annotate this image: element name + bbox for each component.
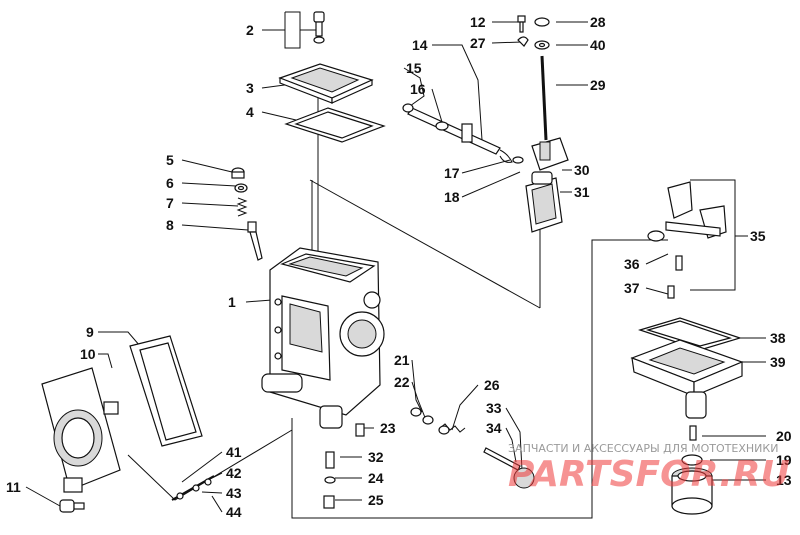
callout-20: 20 — [776, 428, 792, 444]
part-spring-26 — [438, 423, 466, 435]
part-washer-6 — [234, 183, 248, 193]
callout-31: 31 — [574, 184, 590, 200]
part-screw-25 — [323, 495, 335, 509]
part-screw-20 — [689, 425, 697, 441]
callout-33: 33 — [486, 400, 502, 416]
callout-2: 2 — [246, 22, 254, 38]
part-gasket-9 — [129, 335, 203, 447]
leader-lines — [25, 21, 766, 513]
part-linkage-41-44 — [171, 475, 215, 501]
callout-23: 23 — [380, 420, 396, 436]
callout-24: 24 — [368, 470, 384, 486]
part-assembly-35 — [647, 181, 727, 242]
part-screw-23 — [355, 423, 365, 437]
callout-labels: 1 2 3 4 5 6 7 8 9 10 11 12 13 14 15 16 1… — [6, 14, 792, 520]
callout-15: 15 — [406, 60, 422, 76]
part-ring-18 — [512, 156, 524, 164]
part-flange-10 — [41, 367, 121, 493]
watermark: ЗАПЧАСТИ И АКСЕССУАРЫ ДЛЯ МОТОТЕХНИКИ PA… — [508, 442, 790, 495]
callout-19: 19 — [776, 452, 792, 468]
part-knob-33 — [513, 467, 535, 489]
part-screw-8 — [247, 221, 263, 261]
part-clip-27 — [517, 36, 529, 47]
callout-43: 43 — [226, 485, 242, 501]
callout-36: 36 — [624, 256, 640, 272]
callout-10: 10 — [80, 346, 96, 362]
callout-37: 37 — [624, 280, 640, 296]
callout-16: 16 — [410, 81, 426, 97]
part-bracket-30 — [531, 137, 569, 171]
callout-12: 12 — [470, 14, 486, 30]
part-gasket-4 — [284, 107, 386, 143]
part-cap-13 — [671, 467, 713, 515]
part-spring-7 — [236, 197, 248, 217]
callout-21: 21 — [394, 352, 410, 368]
callout-44: 44 — [226, 504, 242, 520]
part-cover-plate-3 — [278, 63, 374, 104]
callout-27: 27 — [470, 35, 486, 51]
part-washer-21 — [410, 407, 422, 417]
part-screw-32 — [325, 451, 335, 469]
part-spring-17 — [499, 149, 513, 163]
part-spring-36 — [675, 255, 683, 271]
callout-14: 14 — [412, 37, 428, 53]
watermark-tagline: ЗАПЧАСТИ И АКСЕССУАРЫ ДЛЯ МОТОТЕХНИКИ — [508, 442, 778, 455]
part-screw-11 — [59, 499, 85, 513]
part-washer-16 — [435, 121, 449, 131]
callout-42: 42 — [226, 465, 242, 481]
part-washer-40 — [534, 40, 550, 50]
callout-41: 41 — [226, 444, 242, 460]
callout-38: 38 — [770, 330, 786, 346]
callout-11: 11 — [6, 479, 21, 495]
callout-26: 26 — [484, 377, 500, 393]
part-gasket-38 — [638, 317, 742, 351]
part-nut-28 — [534, 17, 550, 27]
part-washer-22 — [422, 415, 434, 425]
part-screw-12 — [517, 15, 526, 33]
part-washer-24 — [324, 476, 336, 484]
callout-34: 34 — [486, 420, 502, 436]
callout-32: 32 — [368, 449, 384, 465]
part-washer-19 — [681, 454, 703, 466]
callout-4: 4 — [246, 104, 254, 120]
callout-7: 7 — [166, 195, 174, 211]
callout-8: 8 — [166, 217, 174, 233]
part-rod-29 — [540, 55, 548, 141]
callout-40: 40 — [590, 37, 606, 53]
callout-18: 18 — [444, 189, 460, 205]
callout-9: 9 — [86, 324, 94, 340]
watermark-logo-text: PARTSFOR.RU — [508, 454, 790, 495]
part-screw-2 — [313, 11, 325, 44]
part-slide-31 — [525, 171, 563, 233]
part-nut-15 — [402, 103, 414, 113]
parts — [41, 11, 744, 515]
callout-25: 25 — [368, 492, 384, 508]
part-cap-5 — [231, 167, 245, 179]
callout-3: 3 — [246, 80, 254, 96]
callout-17: 17 — [444, 165, 460, 181]
callout-5: 5 — [166, 152, 174, 168]
callout-13: 13 — [776, 472, 792, 488]
callout-6: 6 — [166, 175, 174, 191]
part-float-bowl-39 — [630, 339, 744, 419]
callout-28: 28 — [590, 14, 606, 30]
callout-22: 22 — [394, 374, 410, 390]
part-shaft-14 — [407, 107, 501, 155]
callout-30: 30 — [574, 162, 590, 178]
callout-35: 35 — [750, 228, 766, 244]
part-carburetor-body-1 — [261, 247, 385, 429]
callout-39: 39 — [770, 354, 786, 370]
part-screw-37 — [667, 285, 675, 299]
callout-29: 29 — [590, 77, 606, 93]
callout-1: 1 — [228, 294, 236, 310]
